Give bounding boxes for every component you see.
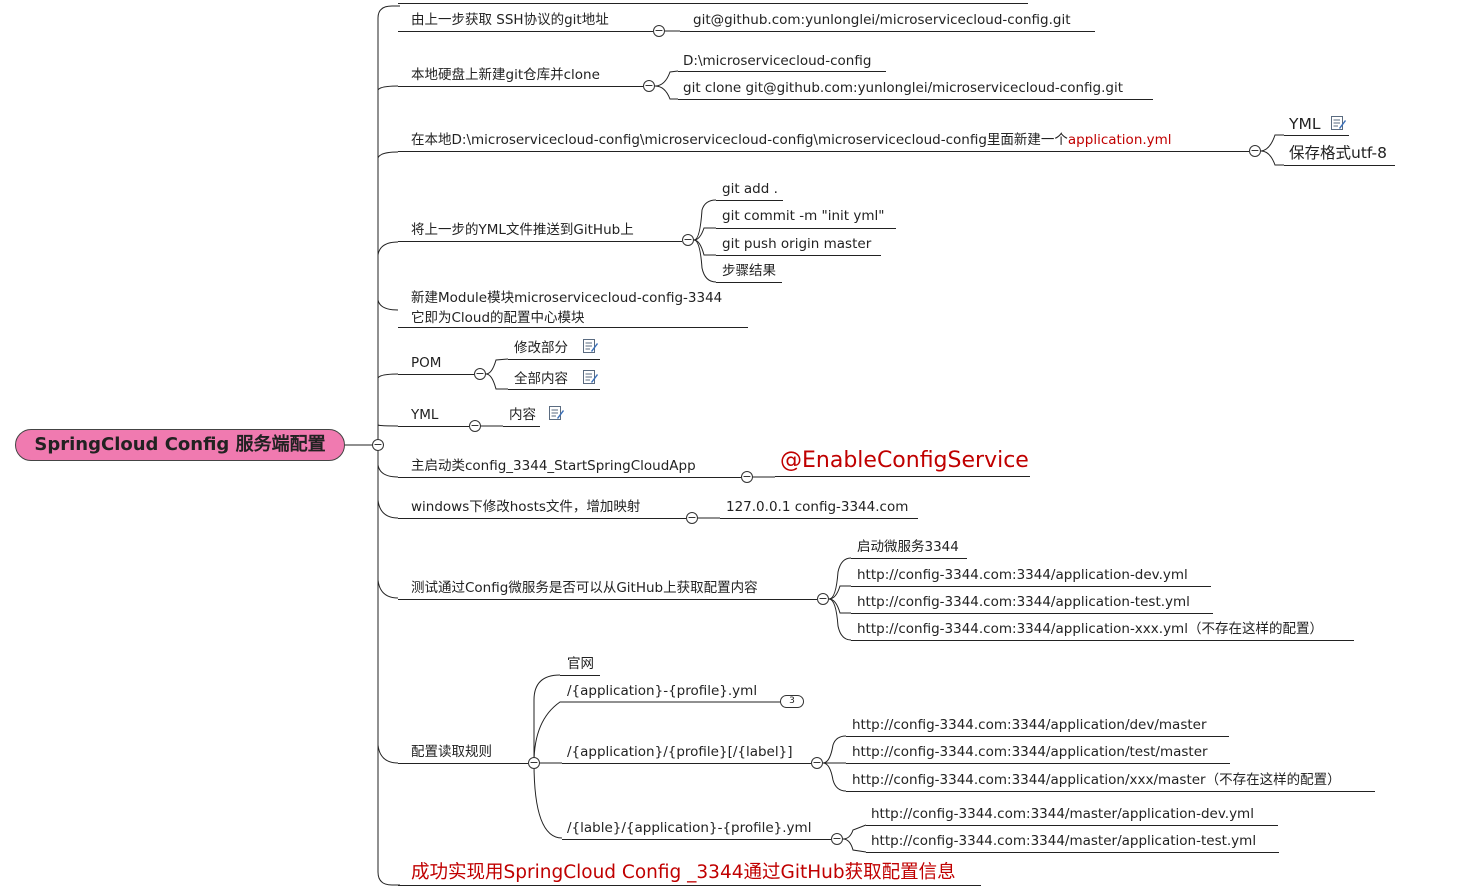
collapse-toggle-b4[interactable]: − (682, 233, 694, 246)
subtopic-url-master-test[interactable]: http://config-3344.com:3344/master/appli… (871, 833, 1257, 849)
subtopic-enable-config-service[interactable]: @EnableConfigService (780, 448, 1029, 473)
subtopic-url-xxx-master[interactable]: http://config-3344.com:3344/application/… (852, 772, 1341, 788)
topic-success-summary[interactable]: 成功实现用SpringCloud Config _3344通过GitHub获取配… (411, 862, 956, 883)
subtopic-test-url-dev[interactable]: http://config-3344.com:3344/application-… (857, 567, 1188, 583)
collapse-toggle-b10[interactable]: − (817, 592, 829, 605)
topic-main-class[interactable]: 主启动类config_3344_StartSpringCloudApp (411, 458, 696, 474)
collapse-toggle-b11[interactable]: − (528, 756, 540, 769)
subtopic-url-test-master[interactable]: http://config-3344.com:3344/application/… (852, 744, 1208, 760)
subtopic-save-utf8[interactable]: 保存格式utf-8 (1289, 144, 1387, 162)
collapse-toggle-b9[interactable]: − (686, 511, 698, 524)
note-icon[interactable] (582, 338, 598, 354)
collapse-toggle-b8[interactable]: − (741, 470, 753, 483)
topic-new-module-line2[interactable]: 它即为Cloud的配置中心模块 (411, 310, 585, 326)
topic-modify-hosts[interactable]: windows下修改hosts文件，增加映射 (411, 499, 641, 515)
topic-config-read-rules[interactable]: 配置读取规则 (411, 744, 492, 760)
topic-yml[interactable]: YML (411, 407, 439, 423)
subtopic-start-3344[interactable]: 启动微服务3344 (857, 539, 959, 555)
root-topic[interactable]: SpringCloud Config 服务端配置 (15, 429, 345, 461)
topic-push-yml-github[interactable]: 将上一步的YML文件推送到GitHub上 (411, 222, 634, 238)
subtopic-yml-content[interactable]: 内容 (509, 407, 536, 423)
topic-test-config-service[interactable]: 测试通过Config微服务是否可以从GitHub上获取配置内容 (411, 580, 758, 596)
collapse-toggle-b3[interactable]: − (1249, 144, 1261, 157)
subtopic-git-clone[interactable]: git clone git@github.com:yunlonglei/micr… (683, 80, 1124, 96)
collapsed-children-count[interactable]: 3 (780, 695, 804, 708)
root-collapse-toggle[interactable]: − (372, 438, 384, 451)
subtopic-git-url[interactable]: git@github.com:yunlonglei/microservicecl… (693, 12, 1071, 28)
subtopic-git-commit[interactable]: git commit -m "init yml" (722, 208, 885, 224)
topic-pom[interactable]: POM (411, 355, 442, 371)
subtopic-git-add[interactable]: git add . (722, 181, 778, 197)
collapse-toggle-b6[interactable]: − (474, 367, 486, 380)
subtopic-step-result[interactable]: 步骤结果 (722, 263, 776, 279)
subtopic-pom-modified[interactable]: 修改部分 (514, 340, 568, 356)
subtopic-yml[interactable]: YML (1289, 115, 1321, 133)
topic-ssh-git-address[interactable]: 由上一步获取 SSH协议的git地址 (411, 12, 609, 28)
topic-new-local-repo[interactable]: 本地硬盘上新建git仓库并clone (411, 67, 600, 83)
collapse-toggle-b7[interactable]: − (469, 419, 481, 432)
subtopic-pom-full[interactable]: 全部内容 (514, 371, 568, 387)
collapse-toggle-b2[interactable]: − (643, 79, 655, 92)
application-yml-highlight: application.yml (1067, 132, 1172, 148)
note-icon[interactable] (548, 405, 564, 421)
topic-create-application-yml[interactable]: 在本地D:\microservicecloud-config\microserv… (411, 132, 1172, 148)
collapse-toggle-b1[interactable]: − (653, 24, 665, 37)
subtopic-test-url-xxx[interactable]: http://config-3344.com:3344/application-… (857, 621, 1323, 637)
subtopic-official-site[interactable]: 官网 (567, 656, 594, 672)
subtopic-url-dev-master[interactable]: http://config-3344.com:3344/application/… (852, 717, 1207, 733)
collapse-toggle-b11-c3[interactable]: − (811, 756, 823, 769)
subtopic-test-url-test[interactable]: http://config-3344.com:3344/application-… (857, 594, 1190, 610)
subtopic-rule-label-app-profile-yml[interactable]: /{lable}/{application}-{profile}.yml (567, 820, 812, 836)
subtopic-hosts-mapping[interactable]: 127.0.0.1 config-3344.com (726, 499, 909, 515)
note-icon[interactable] (1330, 115, 1346, 131)
subtopic-local-path[interactable]: D:\microservicecloud-config (683, 53, 872, 69)
subtopic-url-master-dev[interactable]: http://config-3344.com:3344/master/appli… (871, 806, 1254, 822)
subtopic-rule-app-profile-yml[interactable]: /{application}-{profile}.yml (567, 683, 758, 699)
collapse-toggle-b11-c4[interactable]: − (831, 832, 843, 845)
topic-new-module-line1[interactable]: 新建Module模块microservicecloud-config-3344 (411, 290, 723, 306)
topic-create-yml-prefix: 在本地D:\microservicecloud-config\microserv… (411, 132, 1068, 148)
subtopic-rule-app-profile-label[interactable]: /{application}/{profile}[/{label}] (567, 744, 793, 760)
subtopic-git-push[interactable]: git push origin master (722, 236, 872, 252)
note-icon[interactable] (582, 369, 598, 385)
